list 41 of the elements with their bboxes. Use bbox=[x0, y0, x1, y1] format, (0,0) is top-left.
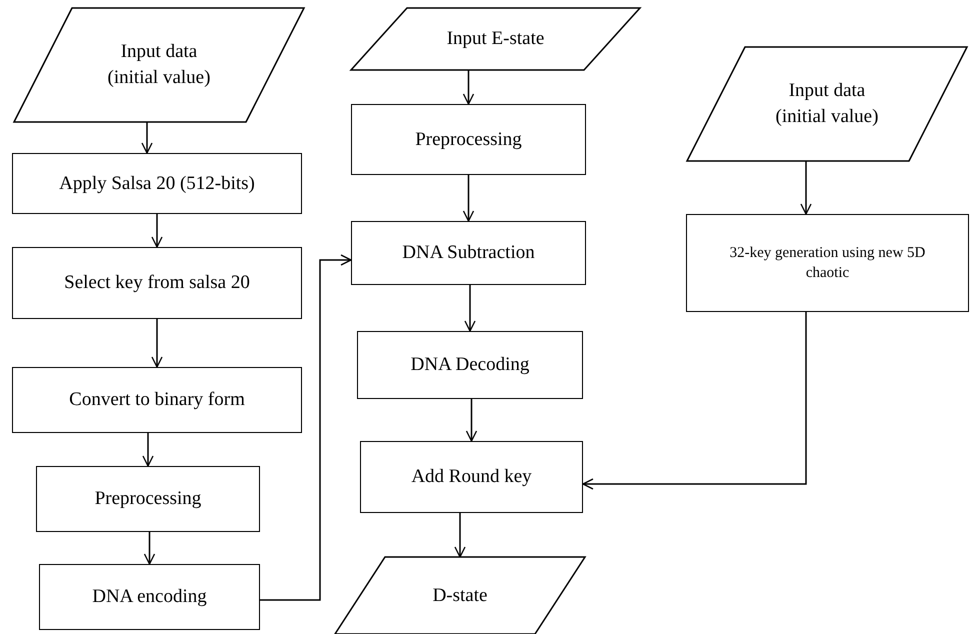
arrow bbox=[151, 214, 163, 248]
node-text: DNA Decoding bbox=[410, 353, 530, 378]
arrow bbox=[151, 319, 163, 368]
arrow bbox=[144, 532, 156, 565]
node-text: Preprocessing bbox=[415, 128, 522, 152]
process-box bbox=[36, 466, 260, 532]
node-text: Convert to binary form bbox=[69, 388, 245, 412]
node-text: Apply Salsa 20 (512-bits) bbox=[59, 172, 255, 196]
arrow bbox=[462, 70, 474, 105]
node-text: D-state bbox=[432, 584, 488, 608]
node-text: 32-key generation using new 5D chaotic bbox=[728, 244, 926, 283]
arrow bbox=[800, 161, 812, 215]
process-box bbox=[39, 564, 260, 630]
node-text: Input data (initial value) bbox=[106, 40, 212, 90]
node-text: DNA Subtraction bbox=[402, 241, 535, 266]
arrow bbox=[142, 433, 154, 467]
process-box bbox=[12, 247, 302, 319]
arrow bbox=[464, 285, 476, 332]
node-text: Select key from salsa 20 bbox=[64, 271, 250, 296]
process-box bbox=[357, 331, 583, 399]
node-text: Input data (initial value) bbox=[774, 79, 880, 129]
node-text: Input E-state bbox=[446, 27, 544, 52]
process-box bbox=[12, 367, 302, 433]
process-box bbox=[686, 214, 969, 312]
io-parallelogram bbox=[335, 557, 585, 634]
process-box bbox=[351, 104, 586, 175]
node-text: DNA encoding bbox=[92, 585, 207, 610]
io-parallelogram bbox=[687, 47, 967, 161]
arrow bbox=[454, 513, 466, 558]
arrow bbox=[260, 254, 352, 601]
process-box bbox=[12, 153, 302, 214]
node-text: Preprocessing bbox=[94, 487, 202, 512]
arrow bbox=[141, 122, 153, 154]
process-box bbox=[351, 221, 586, 285]
arrow bbox=[466, 399, 478, 442]
node-text: Add Round key bbox=[411, 465, 532, 490]
io-parallelogram bbox=[351, 8, 640, 70]
io-parallelogram bbox=[14, 8, 304, 122]
arrow bbox=[462, 175, 474, 222]
arrow bbox=[582, 312, 807, 490]
process-box bbox=[360, 441, 583, 513]
